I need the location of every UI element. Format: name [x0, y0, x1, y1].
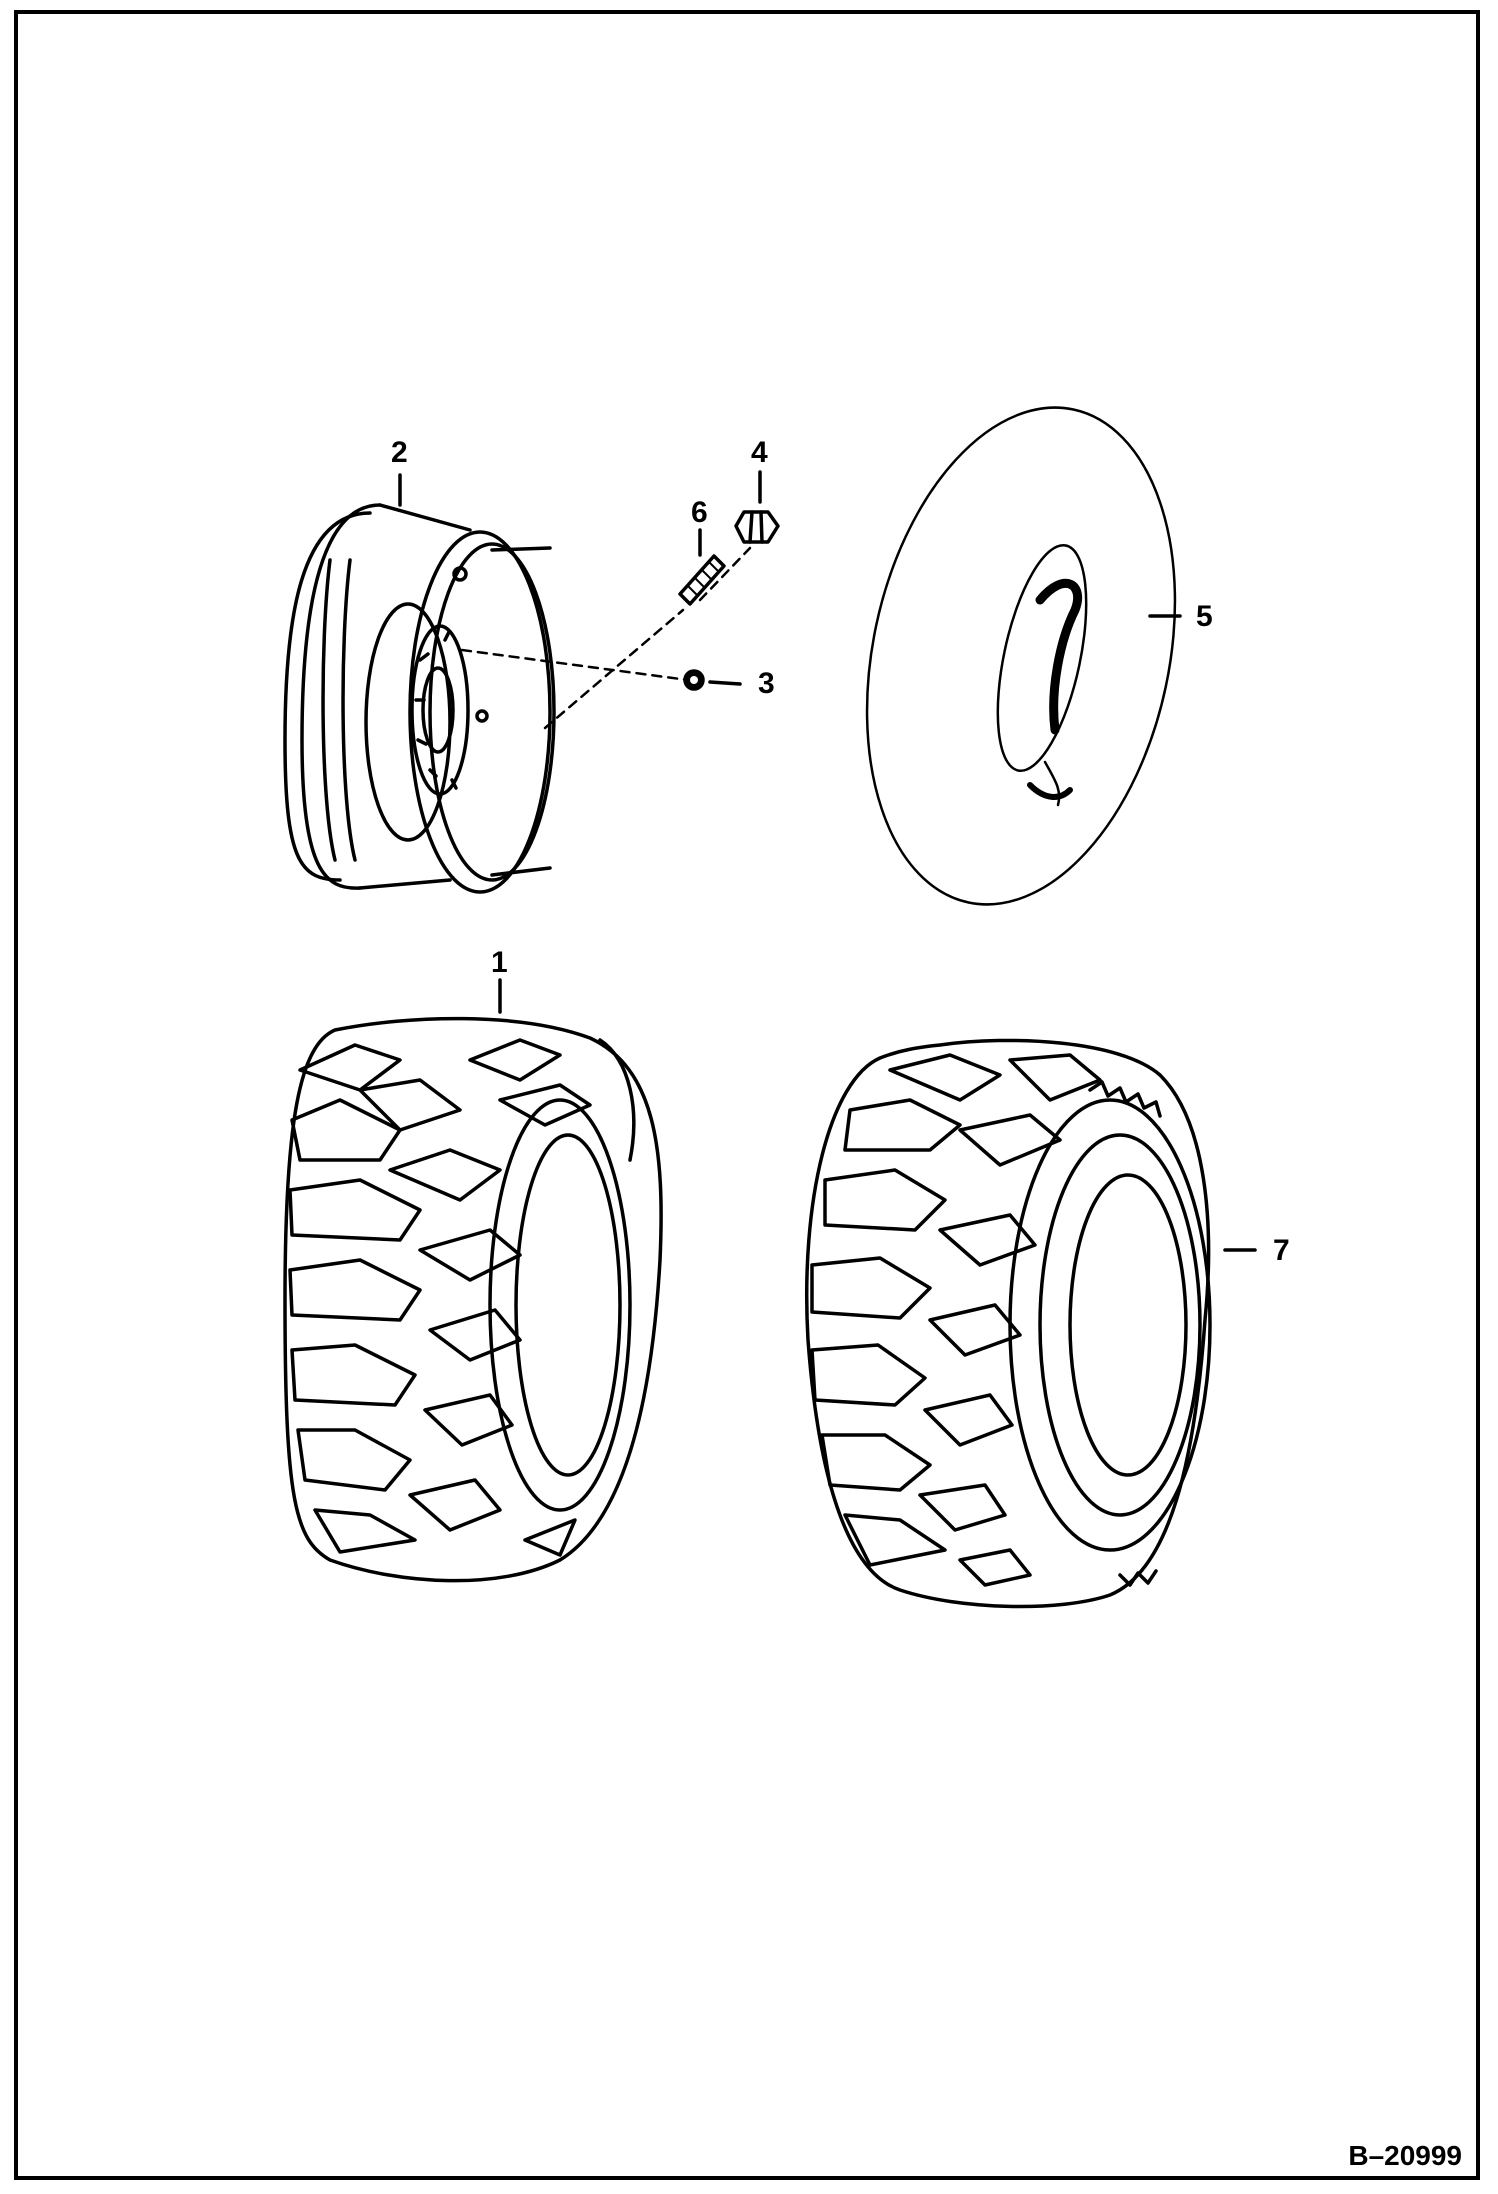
callout-5: 5	[1196, 600, 1213, 633]
callout-2: 2	[391, 436, 408, 469]
drawing-frame	[14, 10, 1480, 2180]
wheel-stud	[678, 554, 726, 606]
nut	[683, 669, 705, 691]
tire-7	[804, 1038, 1212, 1609]
lug-nut	[734, 510, 780, 544]
callout-7: 7	[1273, 1234, 1290, 1267]
assembly-lines	[460, 546, 752, 730]
callout-1: 1	[491, 946, 508, 979]
callout-6: 6	[691, 496, 708, 529]
drawing-number: B–20999	[1348, 2140, 1462, 2171]
callout-3-leader	[708, 680, 742, 686]
callout-4: 4	[751, 436, 768, 469]
wheel-rim	[283, 503, 556, 894]
callout-3: 3	[758, 667, 775, 700]
inner-tube	[865, 406, 1177, 906]
tire-1	[283, 1016, 663, 1583]
